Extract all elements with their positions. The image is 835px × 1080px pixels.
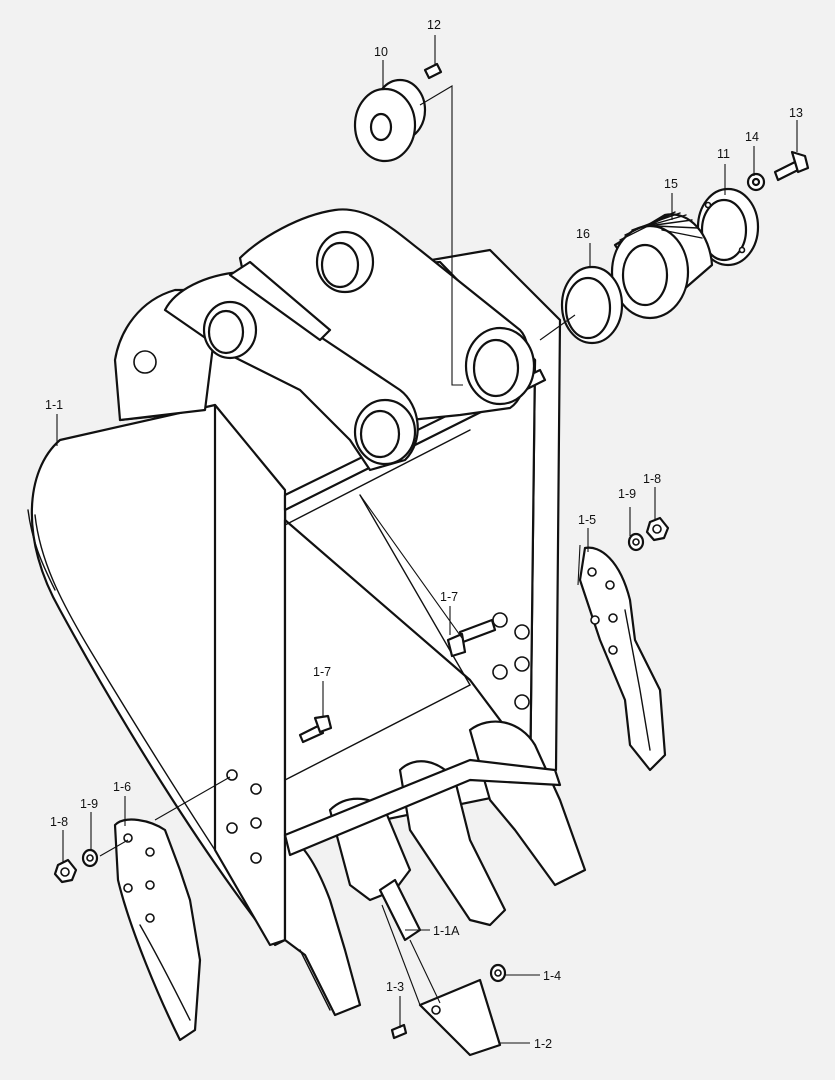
label-13: 13 xyxy=(789,106,803,120)
side-cutter-right xyxy=(578,546,667,772)
part-1-8-nut-right xyxy=(645,516,670,542)
label-1-8-right: 1-8 xyxy=(643,472,661,486)
label-14: 14 xyxy=(745,130,759,144)
bucket-teeth xyxy=(283,720,587,1017)
part-1-8-nut-left xyxy=(53,858,78,884)
assembly-lines xyxy=(99,85,581,1006)
part-labels: 10 12 13 14 11 15 16 1-1 1-9 1-8 1-5 1-7… xyxy=(45,18,803,1051)
label-12: 12 xyxy=(427,18,441,32)
label-1-6: 1-6 xyxy=(113,780,131,794)
label-15: 15 xyxy=(664,177,678,191)
label-10: 10 xyxy=(374,45,388,59)
left-plate-bolt-holes xyxy=(226,769,262,864)
part-1-3-pin xyxy=(390,1023,408,1040)
part-1-7-bolt-lower xyxy=(298,714,333,744)
label-1-8-left: 1-8 xyxy=(50,815,68,829)
label-1-7-lower: 1-7 xyxy=(313,665,331,679)
right-plate-bolt-holes xyxy=(492,612,530,710)
label-11: 11 xyxy=(717,147,730,161)
label-leaders xyxy=(56,35,798,1044)
label-1-7-upper: 1-7 xyxy=(440,590,458,604)
side-cutter-left xyxy=(113,818,202,1042)
label-1-1A: 1-1A xyxy=(433,924,460,938)
label-1-9-right: 1-9 xyxy=(618,487,636,501)
part-13-bolt xyxy=(773,150,810,182)
part-15-shim-stack xyxy=(610,211,714,320)
part-10-bushing xyxy=(353,78,427,163)
label-1-9-left: 1-9 xyxy=(80,797,98,811)
part-11-ring-plate xyxy=(696,187,760,267)
label-1-5: 1-5 xyxy=(578,513,596,527)
part-1-4-washer xyxy=(489,963,507,983)
part-12-pin xyxy=(423,62,443,80)
part-1-2-tooth-point xyxy=(418,978,502,1057)
label-1-3: 1-3 xyxy=(386,980,404,994)
part-1-9-washer-right xyxy=(627,532,645,552)
label-1-4: 1-4 xyxy=(543,969,561,983)
label-1-2: 1-2 xyxy=(534,1037,552,1051)
part-14-washer xyxy=(746,172,766,192)
part-16-ring-plate xyxy=(560,265,624,345)
bracket-bushings xyxy=(202,230,536,466)
label-16: 16 xyxy=(576,227,590,241)
label-1-1: 1-1 xyxy=(45,398,63,412)
part-1-7-bolt-upper xyxy=(446,618,497,658)
part-1-9-washer-left xyxy=(81,848,99,868)
